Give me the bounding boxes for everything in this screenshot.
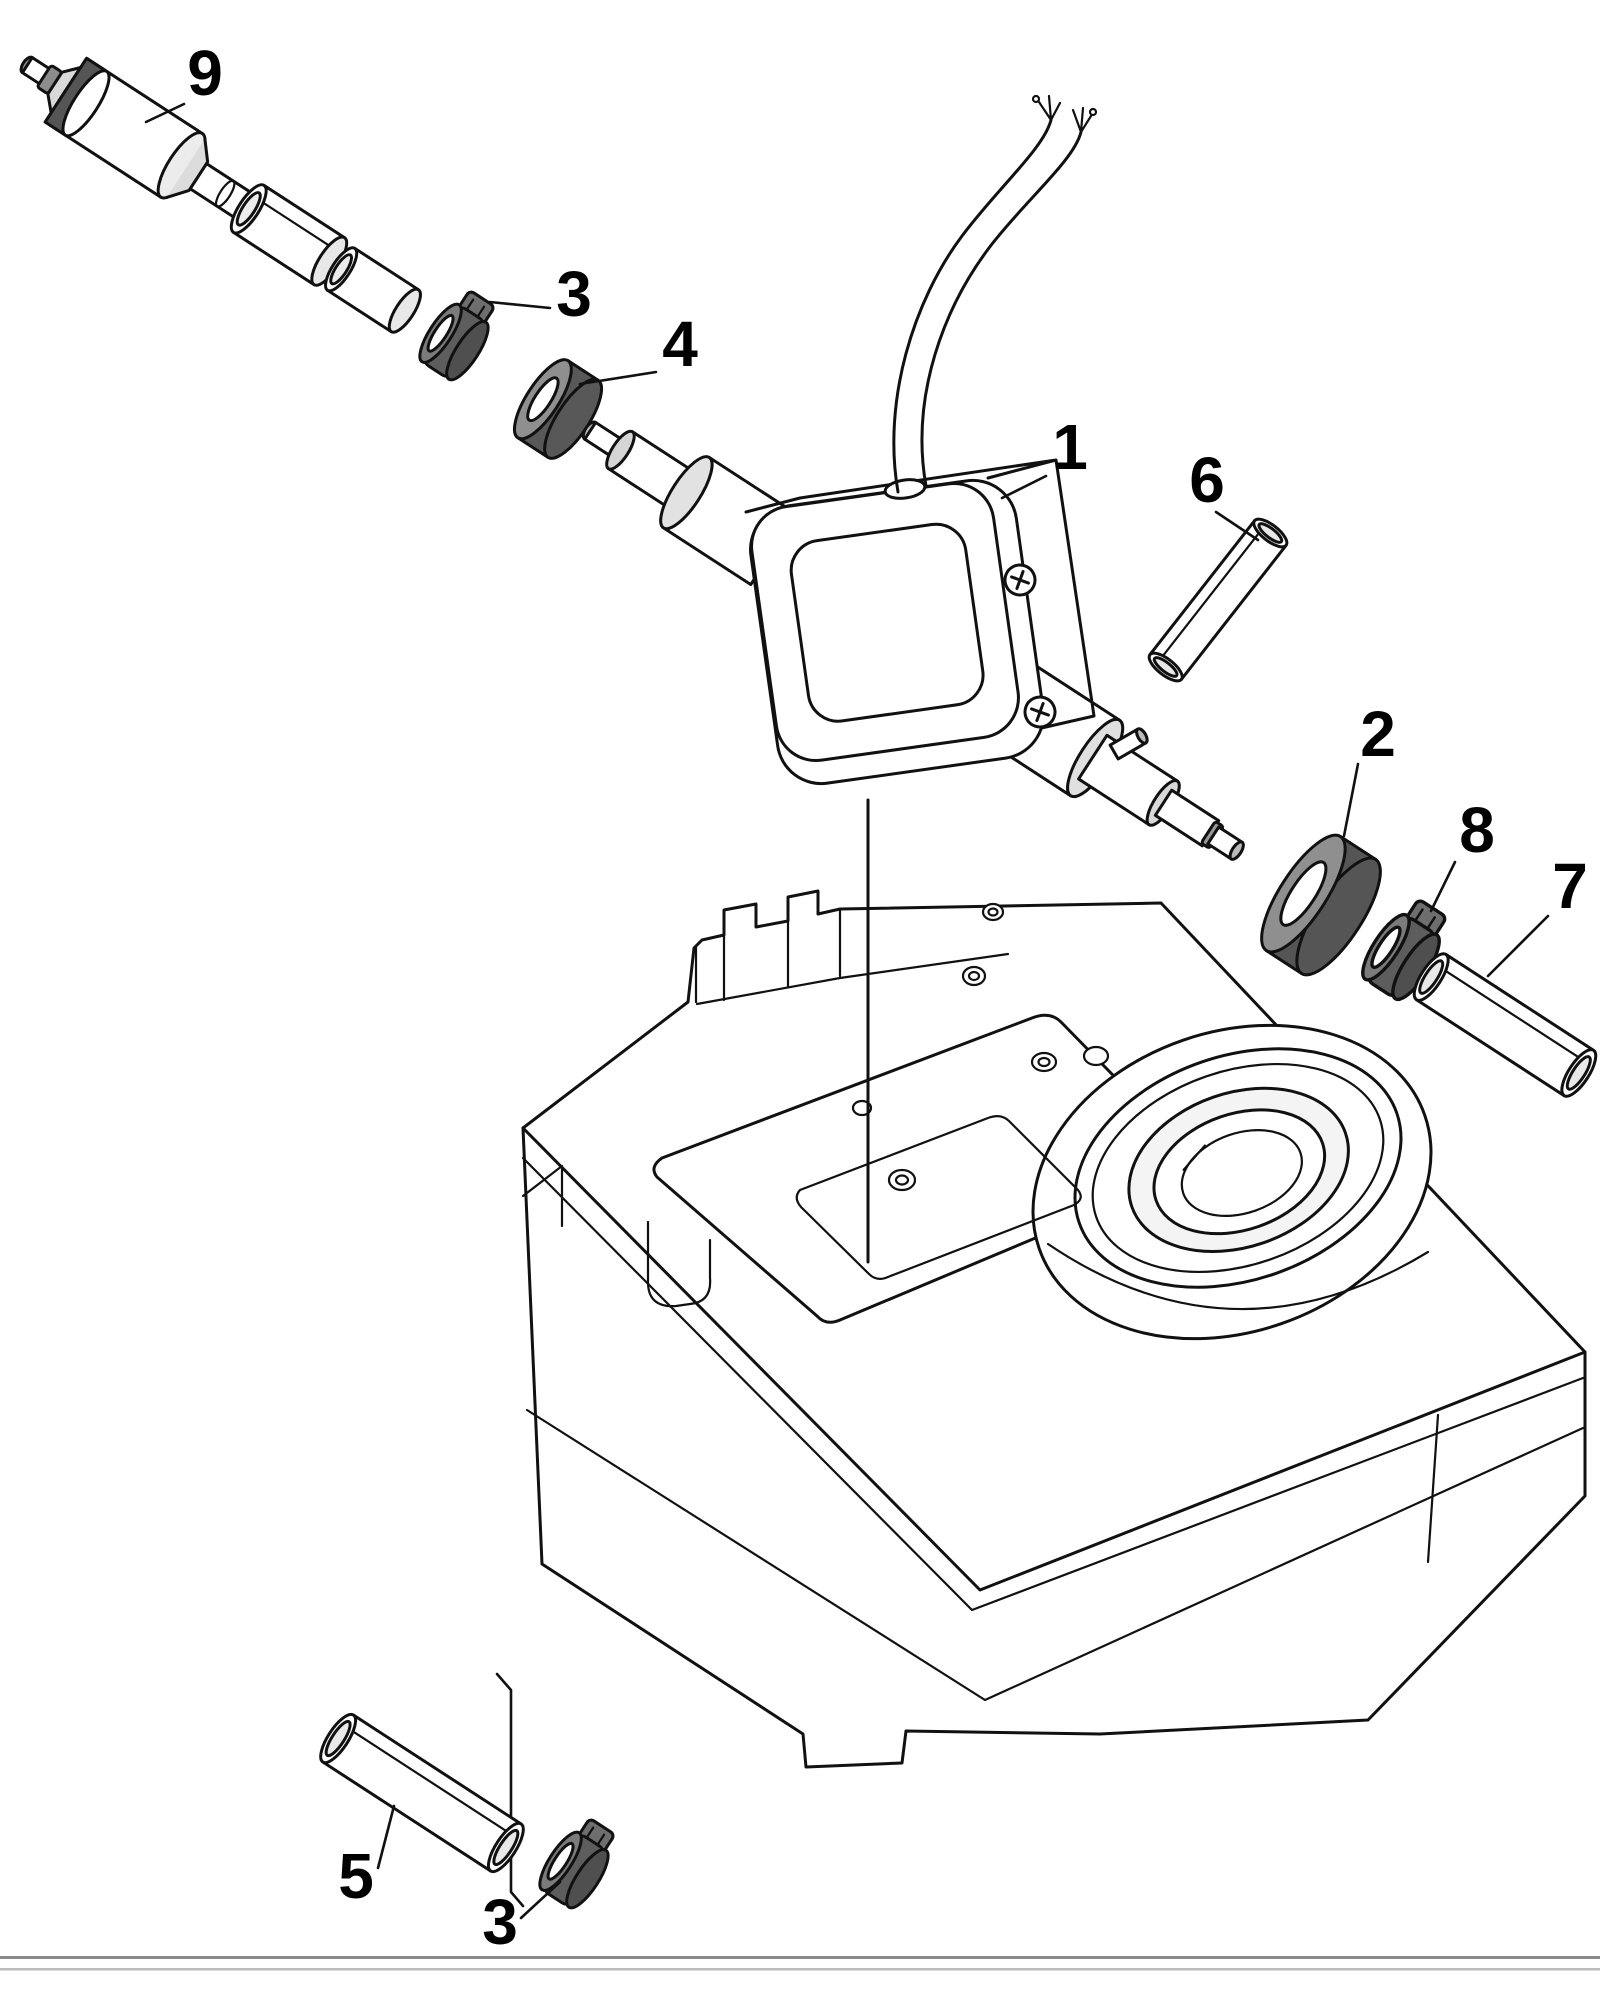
tank-silhouette: [521, 889, 1587, 1769]
leader-7: [1486, 914, 1550, 978]
boss-skirt: [1046, 1242, 1430, 1311]
part-9-fuel-filter: [19, 55, 257, 222]
part-7-hose: [1412, 952, 1598, 1098]
callout-6: 6: [1189, 444, 1225, 516]
pump-outlet-barb: [1200, 820, 1245, 861]
leader-3b: [519, 1880, 562, 1920]
pump-body-depth-edges: [744, 458, 1096, 734]
callout-labels: 9 3 4 1 6 2 8 7 5 3: [187, 37, 1588, 1958]
castellation-wall-base: [695, 952, 1010, 1006]
tank-lip: [521, 1156, 1585, 1612]
filler-opening: [1073, 1047, 1403, 1289]
pump-coil-face: [750, 481, 1020, 763]
leader-4: [578, 370, 658, 386]
callout-2: 2: [1360, 698, 1396, 770]
leader-2: [1342, 762, 1360, 838]
pump-wires: [892, 94, 1098, 494]
phillips-screw-icon: [1023, 695, 1057, 729]
callout-3b: 3: [482, 1886, 518, 1958]
leader-6: [1214, 510, 1260, 542]
tank-right-face-line: [1426, 1413, 1440, 1564]
callout-7: 7: [1552, 850, 1588, 922]
part-3-hose-clamp-bottom: [531, 1810, 627, 1915]
phillips-screw-icon: [1003, 563, 1037, 597]
part-5-hose: [319, 1712, 525, 1874]
leader-1: [1000, 474, 1048, 500]
leader-8: [1429, 860, 1457, 913]
wire-strands: [1037, 94, 1093, 134]
leader-lines: [144, 102, 1550, 1920]
castellation-wall-edges: [694, 907, 842, 1004]
hose-slot: [646, 1220, 712, 1308]
part-4-grommet: [512, 358, 604, 460]
tank-left-step: [521, 1164, 564, 1228]
tank-body-seam: [525, 1408, 1585, 1702]
callout-8: 8: [1459, 794, 1495, 866]
wire-end-terminal: [1088, 107, 1098, 117]
callout-4: 4: [662, 308, 698, 380]
callout-1: 1: [1052, 411, 1088, 483]
part-6-hose: [1147, 517, 1289, 683]
callout-3a: 3: [556, 258, 592, 330]
part-2-grommet: [1260, 833, 1382, 977]
deck-screw-bosses: [851, 902, 1110, 1117]
footer-rule-top: [0, 1956, 1600, 1959]
pump-mounting-platform: [795, 1114, 1082, 1281]
outlet-nipple: [1108, 727, 1149, 761]
leader-3a: [488, 300, 552, 310]
wire-end-terminal: [1031, 94, 1041, 104]
footer-rule-bottom: [0, 1968, 1600, 1971]
callout-5: 5: [338, 1840, 374, 1912]
leader-5: [376, 1804, 396, 1870]
bracket-line: [495, 1672, 525, 1908]
part-1-solenoid-pump: [581, 420, 1245, 861]
callout-9: 9: [187, 37, 223, 109]
part-3-hose-clamp-top: [411, 282, 507, 387]
mount-ring-inner: [894, 1174, 910, 1186]
hose-sleeve-b: [324, 246, 422, 334]
leader-9: [144, 102, 186, 124]
tank-rim: [521, 1126, 1587, 1592]
water-tank: [521, 889, 1587, 1769]
